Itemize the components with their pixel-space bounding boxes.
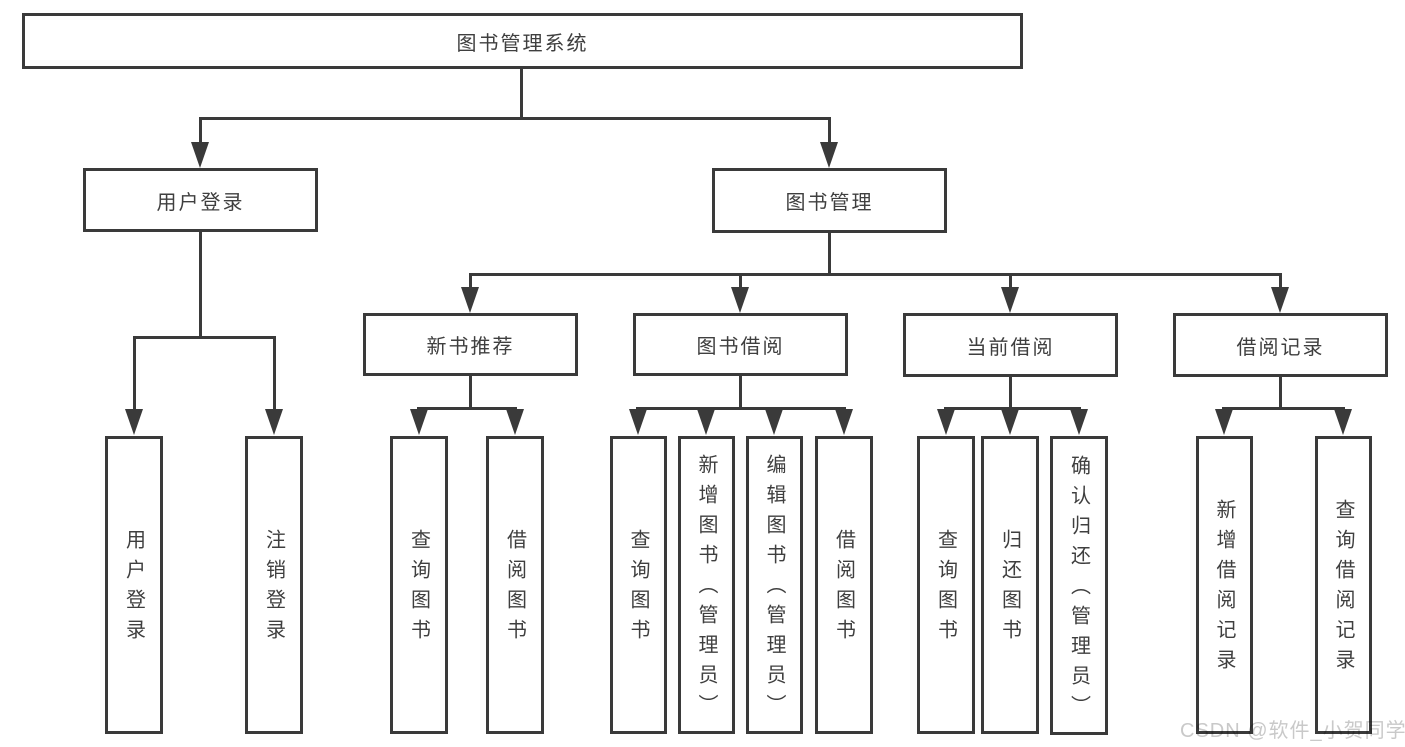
- csdn-watermark: CSDN @软件_小贺同学: [1180, 720, 1405, 742]
- connector-borrowing-drop: [739, 376, 742, 409]
- arrow-down-icon: [937, 409, 955, 435]
- node-book-management: 图书管理: [712, 168, 947, 233]
- node-borrowing-records: 借阅记录: [1173, 313, 1388, 377]
- arrow-down-icon: [1334, 409, 1352, 435]
- arrow-down-icon: [731, 287, 749, 313]
- leaf-borrow-books-recommend: 借阅图书: [486, 436, 544, 734]
- connector-records-drop: [1279, 377, 1282, 409]
- connector-current-drop: [1009, 377, 1012, 409]
- arrow-down-icon: [1215, 409, 1233, 435]
- connector-book-mgmt-shaft: [828, 117, 831, 146]
- arrow-down-icon: [1001, 287, 1019, 313]
- connector-level2-split: [199, 117, 831, 120]
- leaf-logout-login: 注销登录: [245, 436, 303, 734]
- leaf-return-books: 归还图书: [981, 436, 1039, 734]
- connector-current-split: [944, 407, 1081, 410]
- leaf-query-borrow-record: 查询借阅记录: [1315, 436, 1372, 734]
- connector-user-login-child1: [133, 336, 136, 412]
- leaf-user-login: 用户登录: [105, 436, 163, 734]
- arrow-down-icon: [1001, 409, 1019, 435]
- arrow-down-icon: [835, 409, 853, 435]
- connector-user-login-split: [133, 336, 276, 339]
- connector-user-login-shaft: [199, 117, 202, 146]
- connector-level3-shaft-3: [1009, 273, 1012, 290]
- connector-level3-shaft-1: [469, 273, 472, 290]
- connector-user-login-child2: [273, 336, 276, 412]
- leaf-edit-books-admin: 编辑图书（管理员）: [746, 436, 803, 734]
- leaf-borrow-books: 借阅图书: [815, 436, 873, 734]
- connector-records-split: [1222, 407, 1345, 410]
- arrow-down-icon: [629, 409, 647, 435]
- arrow-down-icon: [1271, 287, 1289, 313]
- leaf-add-borrow-record: 新增借阅记录: [1196, 436, 1253, 734]
- connector-level3-shaft-4: [1279, 273, 1282, 290]
- node-new-book-recommendation: 新书推荐: [363, 313, 578, 376]
- arrow-down-icon: [265, 409, 283, 435]
- connector-root-drop: [520, 69, 523, 118]
- connector-recommend-drop: [469, 376, 472, 409]
- connector-borrowing-split: [636, 407, 846, 410]
- node-user-login: 用户登录: [83, 168, 318, 232]
- arrow-down-icon: [506, 409, 524, 435]
- arrow-down-icon: [820, 142, 838, 168]
- arrow-down-icon: [765, 409, 783, 435]
- arrow-down-icon: [191, 142, 209, 168]
- arrow-down-icon: [125, 409, 143, 435]
- connector-recommend-split: [417, 407, 517, 410]
- connector-level3-shaft-2: [739, 273, 742, 290]
- node-book-borrowing: 图书借阅: [633, 313, 848, 376]
- leaf-query-books-recommend: 查询图书: [390, 436, 448, 734]
- connector-book-mgmt-split: [469, 273, 1281, 276]
- leaf-query-books-current: 查询图书: [917, 436, 975, 734]
- node-current-borrowing: 当前借阅: [903, 313, 1118, 377]
- leaf-query-books-borrow: 查询图书: [610, 436, 667, 734]
- connector-book-mgmt-drop: [828, 233, 831, 275]
- arrow-down-icon: [697, 409, 715, 435]
- arrow-down-icon: [1070, 409, 1088, 435]
- leaf-confirm-return-admin: 确认归还（管理员）: [1050, 436, 1108, 735]
- connector-user-login-drop: [199, 231, 202, 338]
- arrow-down-icon: [461, 287, 479, 313]
- arrow-down-icon: [410, 409, 428, 435]
- node-library-management-system: 图书管理系统: [22, 13, 1023, 69]
- leaf-add-books-admin: 新增图书（管理员）: [678, 436, 735, 734]
